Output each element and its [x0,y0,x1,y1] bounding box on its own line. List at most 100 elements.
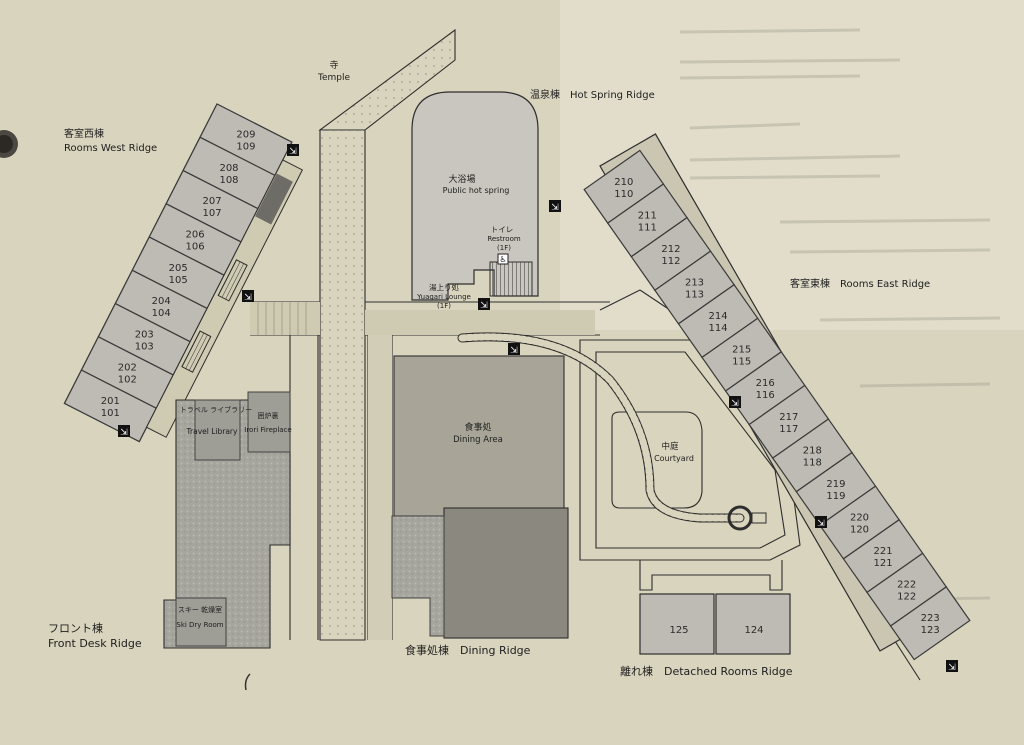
pen-mark [244,673,251,691]
exit-signs: ⇲ ⇲ ⇲ ⇲ ⇲ ⇲ ⇲ ⇲ ⇲ [118,144,958,673]
room-number-upper: 209 [236,130,255,141]
room-number-lower: 103 [135,341,154,352]
room-number-lower: 105 [169,275,188,286]
west-rooms-ridge: 2091092081082071072061062051052041042031… [63,103,304,443]
room-number-upper: 215 [732,345,751,356]
front-desk-ridge-label-jp: フロント棟 [48,621,103,635]
ski-room-jp: スキー 乾燥室 [178,605,222,614]
hot-spring-ridge: 大浴場 Public hot spring トイレ Restroom (1F) … [411,91,539,310]
travel-library-jp: トラベル ライブラリー [180,405,252,414]
room-number-lower: 114 [709,323,728,334]
room-number-lower: 113 [685,290,704,301]
svg-text:⇲: ⇲ [551,203,559,213]
room-number-lower: 119 [826,491,845,502]
garden-lantern [727,505,753,531]
room-number-upper: 220 [850,513,869,524]
irori-jp: 囲炉裏 [258,411,279,420]
room-number-upper: 205 [169,263,188,274]
restroom-floor: (1F) [497,244,511,252]
room-number-lower: 107 [203,208,222,219]
svg-text:⇲: ⇲ [480,301,488,311]
svg-text:⇲: ⇲ [289,147,297,157]
public-bath-label-en: Public hot spring [443,186,510,195]
lounge-label-en: Yuagari Lounge [416,293,471,301]
room-number-lower: 104 [152,308,171,319]
ski-room-en: Ski Dry Room [176,621,223,629]
room-number-lower: 115 [732,357,751,368]
svg-text:⇲: ⇲ [948,663,956,673]
restroom-label-jp: トイレ [491,225,514,234]
dining-area-en: Dining Area [453,435,503,445]
room-number-upper: 223 [921,613,940,624]
exit-icon: ⇲ [118,425,130,438]
room-number-upper: 222 [897,580,916,591]
room-number-upper: 208 [219,163,238,174]
west-ridge-annex [255,173,293,225]
detached-room-124: 124 [744,625,763,636]
front-desk-ridge-label-en: Front Desk Ridge [48,637,142,650]
exit-icon: ⇲ [815,516,827,529]
room-number-lower: 116 [756,390,775,401]
exit-icon: ⇲ [946,660,958,673]
front-desk-ridge: トラベル ライブラリー Travel Library 囲炉裏 Irori Fir… [163,391,292,649]
dining-ridge-label: 食事処棟 Dining Ridge [405,643,531,657]
dining-area-jp: 食事処 [464,421,491,433]
lounge-label-jp: 湯上り処 [429,282,459,292]
room-number-lower: 101 [101,408,120,419]
exit-icon: ⇲ [478,298,490,311]
room-number-lower: 120 [850,525,869,536]
room-number-upper: 221 [874,546,893,557]
room-number-upper: 213 [685,278,704,289]
public-bath-label-jp: 大浴場 [448,173,475,185]
detached-room-125: 125 [669,625,688,636]
svg-text:⇲: ⇲ [817,519,825,529]
room-number-lower: 111 [638,222,657,233]
exit-icon: ⇲ [508,343,520,356]
accessible-restroom-icon [497,253,509,265]
svg-text:⇲: ⇲ [244,293,252,303]
courtyard-jp: 中庭 [661,441,679,452]
room-number-upper: 210 [614,177,633,188]
svg-text:⇲: ⇲ [731,399,739,409]
room-number-upper: 218 [803,445,822,456]
lounge-floor: (1F) [437,302,451,310]
exit-icon: ⇲ [287,144,299,157]
room-number-lower: 121 [874,558,893,569]
room-number-lower: 102 [118,375,137,386]
room-number-lower: 112 [661,256,680,267]
svg-text:♿: ♿ [499,255,506,264]
room-number-upper: 216 [756,378,775,389]
room-number-upper: 219 [826,479,845,490]
travel-library-en: Travel Library [186,427,238,436]
exit-icon: ⇲ [549,200,561,213]
room-number-lower: 110 [614,189,633,200]
east-ridge-label: 客室東棟 Rooms East Ridge [790,277,930,290]
room-number-lower: 122 [897,592,916,603]
room-number-lower: 123 [921,625,940,636]
room-number-upper: 207 [203,196,222,207]
temple-label-en: Temple [317,73,350,83]
exit-icon: ⇲ [729,396,741,409]
dining-ridge: 食事処 Dining Area [391,355,569,639]
room-number-upper: 202 [118,363,137,374]
west-ridge-label-jp: 客室西棟 [64,127,104,140]
detached-ridge-label: 離れ棟 Detached Rooms Ridge [620,664,793,678]
room-number-upper: 217 [779,412,798,423]
room-number-lower: 109 [236,142,255,153]
detached-rooms-ridge: 125 124 [639,593,791,655]
east-rooms: 2101102111112121122131132141142151152161… [583,149,971,661]
svg-text:⇲: ⇲ [510,346,518,356]
temple-label-jp: 寺 [329,60,338,71]
room-number-upper: 201 [101,396,120,407]
room-number-lower: 108 [219,175,238,186]
west-ridge-label-en: Rooms West Ridge [64,143,157,154]
room-number-upper: 212 [661,244,680,255]
room-number-upper: 214 [709,311,728,322]
room-number-upper: 203 [135,329,154,340]
room-number-upper: 206 [186,229,205,240]
courtyard-en: Courtyard [654,454,694,463]
room-number-lower: 117 [779,424,798,435]
hot-spring-ridge-label: 温泉棟 Hot Spring Ridge [530,88,655,101]
